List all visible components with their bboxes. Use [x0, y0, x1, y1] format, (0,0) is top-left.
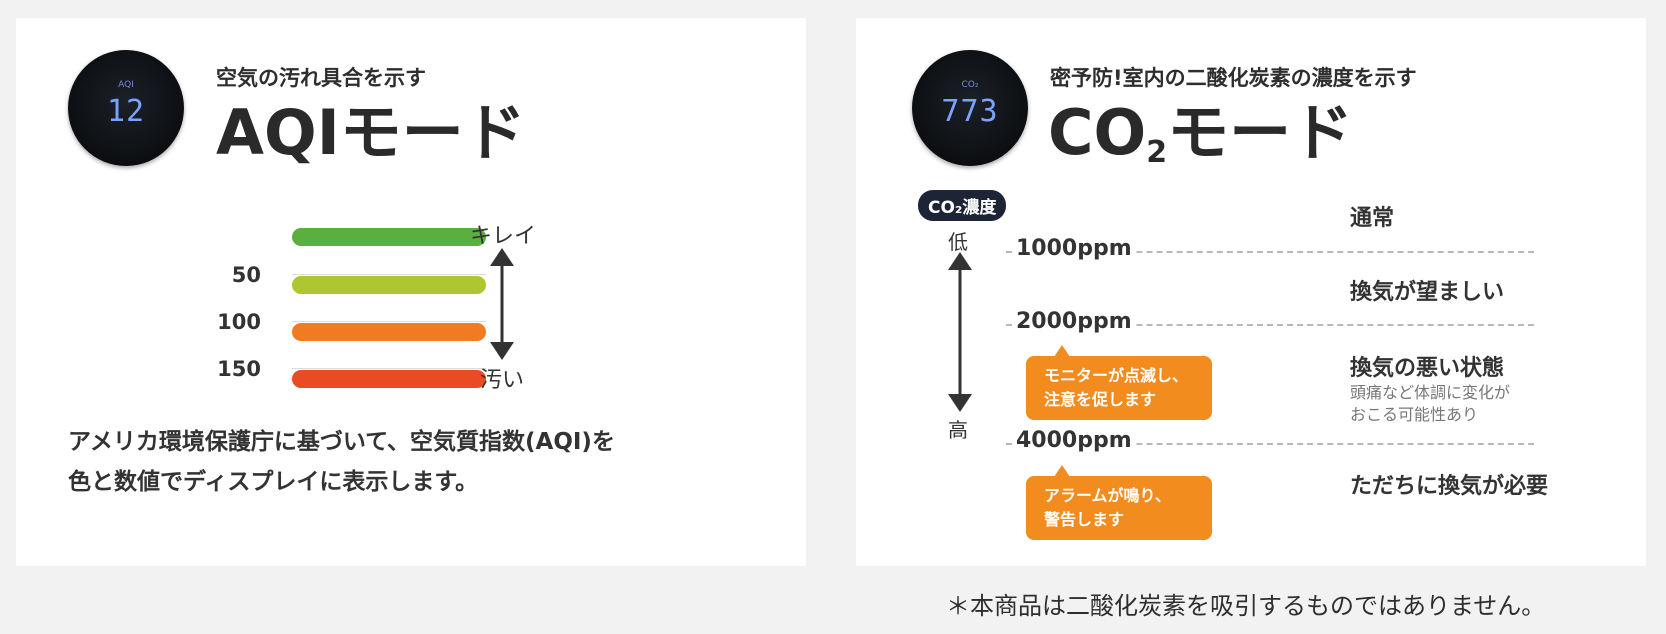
- vertical-double-arrow-icon: [490, 248, 514, 360]
- co2-title-subscript: 2: [1146, 135, 1168, 170]
- aqi-description-line-2: 色と数値でディスプレイに表示します。: [68, 469, 479, 495]
- device-screen-value: 12: [106, 94, 146, 129]
- vertical-double-arrow-icon: [948, 252, 972, 412]
- aqi-bar-moderate: [292, 276, 486, 294]
- aqi-device-image: AQI 12: [68, 50, 184, 166]
- callout-line-2: 注意を促します: [1044, 390, 1157, 409]
- aqi-mode-card: AQI 12 空気の汚れ具合を示す AQIモード 50 100 150 キレイ …: [16, 18, 806, 566]
- threshold-4000ppm: 4000ppm: [1012, 428, 1136, 453]
- aqi-tick-150: 150: [217, 357, 261, 381]
- callout-line-2: 警告します: [1044, 510, 1125, 529]
- state-normal: 通常: [1350, 206, 1395, 231]
- threshold-1000ppm: 1000ppm: [1012, 236, 1136, 261]
- aqi-divider: [292, 274, 486, 275]
- co2-low-label: 低: [948, 230, 968, 254]
- state-poor-ventilation-note: 頭痛など体調に変化が おこる可能性あり: [1350, 382, 1510, 426]
- aqi-subtitle: 空気の汚れ具合を示す: [216, 66, 426, 90]
- aqi-divider: [292, 321, 486, 322]
- blink-warning-callout: モニターが点滅し、 注意を促します: [1026, 345, 1212, 420]
- co2-mode-card: CO₂ 773 密予防!室内の二酸化炭素の濃度を示す CO2モード CO₂濃度 …: [856, 18, 1646, 566]
- aqi-description-line-1: アメリカ環境保護庁に基づいて、空気質指数(AQI)を: [68, 429, 615, 455]
- co2-subtitle: 密予防!室内の二酸化炭素の濃度を示す: [1050, 66, 1417, 90]
- threshold-line: [1006, 324, 1534, 326]
- aqi-clean-label: キレイ: [470, 224, 537, 249]
- aqi-bar-clean: [292, 228, 486, 246]
- state-note-line-1: 頭痛など体調に変化が: [1350, 383, 1511, 402]
- state-poor-ventilation: 換気の悪い状態: [1350, 356, 1505, 381]
- threshold-line: [1006, 443, 1534, 445]
- device-screen-label: CO₂: [961, 80, 979, 90]
- alarm-warning-callout: アラームが鳴り、 警告します: [1026, 465, 1212, 540]
- aqi-description: アメリカ環境保護庁に基づいて、空気質指数(AQI)を 色と数値でディスプレイに表…: [68, 422, 615, 502]
- co2-device-image: CO₂ 773: [912, 50, 1028, 166]
- aqi-title: AQIモード: [216, 96, 526, 169]
- callout-line-1: モニターが点滅し、: [1044, 366, 1189, 385]
- footnote: ＊本商品は二酸化炭素を吸引するものではありません。: [946, 592, 1546, 620]
- state-note-line-2: おこる可能性あり: [1350, 405, 1479, 424]
- threshold-2000ppm: 2000ppm: [1012, 309, 1136, 334]
- threshold-line: [1006, 251, 1534, 253]
- aqi-bar-dirty: [292, 370, 486, 388]
- co2-concentration-pill: CO₂濃度: [918, 190, 1007, 221]
- callout-line-1: アラームが鳴り、: [1044, 486, 1171, 505]
- aqi-bar-unhealthy: [292, 323, 486, 341]
- co2-title: CO2モード: [1048, 102, 1353, 168]
- state-ventilation-recommended: 換気が望ましい: [1350, 280, 1505, 305]
- aqi-divider: [292, 368, 486, 369]
- co2-high-label: 高: [948, 418, 968, 442]
- aqi-dirty-label: 汚い: [480, 368, 525, 393]
- device-screen-value: 773: [941, 94, 999, 129]
- co2-title-main: CO: [1048, 96, 1147, 169]
- state-ventilate-immediately: ただちに換気が必要: [1350, 474, 1549, 499]
- co2-title-rest: モード: [1167, 96, 1354, 169]
- device-screen-label: AQI: [118, 80, 134, 90]
- aqi-tick-100: 100: [217, 310, 261, 334]
- aqi-tick-50: 50: [231, 263, 261, 287]
